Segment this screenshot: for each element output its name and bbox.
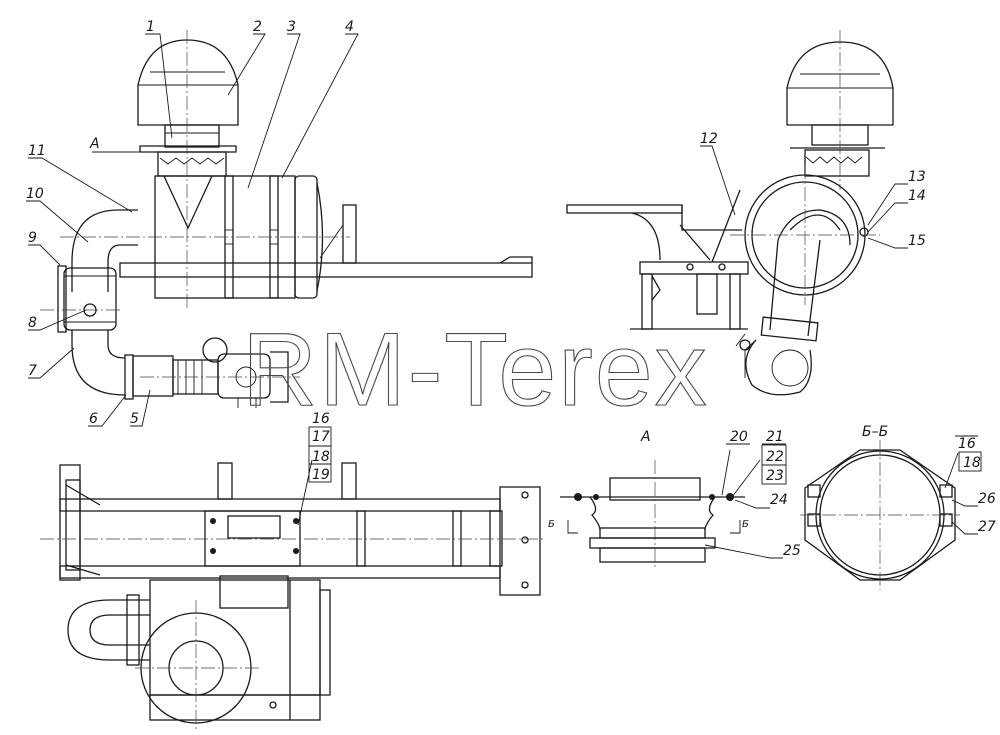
detail-a-view: [560, 477, 745, 563]
view-label-section-bb: Б–Б: [862, 424, 888, 440]
callout-label: 7: [28, 363, 37, 379]
cut-mark-right: Б: [742, 519, 749, 530]
callout-label: 8: [28, 315, 37, 331]
callout-label: 3: [287, 19, 296, 35]
callout-label: 21: [766, 429, 784, 445]
callout-label: 4: [345, 19, 354, 35]
callout-label: 15: [908, 233, 926, 249]
cut-mark-left: Б: [548, 519, 555, 530]
callout-label: 13: [908, 169, 926, 185]
callout-label: 6: [89, 411, 98, 427]
callout-label: 26: [978, 491, 996, 507]
callout-label: 23: [766, 468, 784, 484]
leader-lines: [26, 33, 978, 559]
callout-label: 19: [312, 467, 330, 483]
callout-label: 18: [963, 455, 981, 471]
watermark: RM-Terex: [242, 312, 709, 428]
callout-label: 17: [312, 429, 330, 445]
callout-label: 5: [130, 411, 139, 427]
callout-label: 16: [312, 411, 330, 427]
callout-label: 22: [766, 449, 784, 465]
view-label-detail-a: А: [640, 429, 651, 445]
callout-label: 2: [253, 19, 262, 35]
side-view: [566, 41, 894, 396]
center-lines: [40, 30, 960, 732]
callout-label: 24: [770, 492, 788, 508]
callouts: 1 2 3 4 5 6 7 8 9 10 11 12 13 14 15 16 1…: [26, 19, 996, 559]
callout-frames: [308, 426, 982, 485]
view-label-a-leader: А: [89, 136, 100, 152]
callout-label: 10: [26, 186, 44, 202]
callout-label: 20: [730, 429, 748, 445]
callout-label: 9: [28, 230, 37, 246]
callout-label: 27: [978, 519, 996, 535]
callout-label: 12: [700, 131, 718, 147]
callout-label: 18: [312, 449, 330, 465]
callout-label: 25: [783, 543, 801, 559]
top-view: [59, 462, 541, 724]
callout-label: 1: [146, 19, 155, 35]
callout-label: 14: [908, 188, 926, 204]
callout-label: 11: [28, 143, 46, 159]
callout-label: 16: [958, 436, 976, 452]
